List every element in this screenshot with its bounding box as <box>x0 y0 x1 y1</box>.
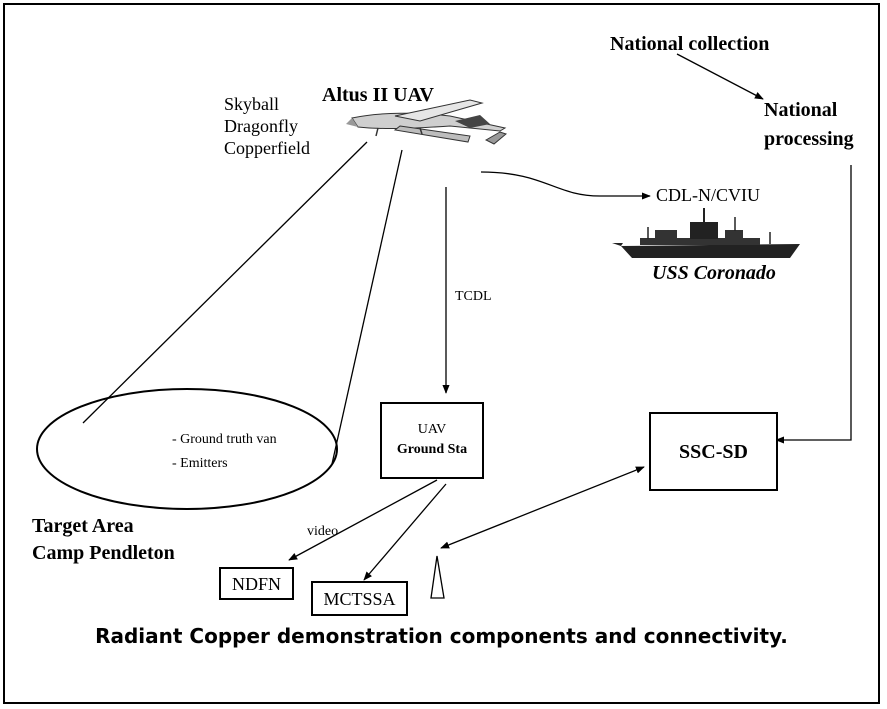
payload-skyball: Skyball <box>224 94 280 114</box>
ssc-sd-box: SSC-SD <box>649 412 778 491</box>
national-processing-label-1: National <box>764 99 838 121</box>
video-arrow <box>288 479 438 561</box>
ndfn-label: NDFN <box>231 574 281 594</box>
ground-station-label-2: Ground Sta <box>396 442 468 457</box>
target-item-ground-truth-van: - Ground truth van <box>172 432 277 447</box>
cdl-link-label: CDL-N/CVIU <box>656 185 760 205</box>
antenna-to-ssc-arrow <box>440 466 645 549</box>
ground-station-label-1: UAV <box>417 422 447 437</box>
ssc-sd-label: SSC-SD <box>679 441 748 463</box>
target-item-emitters: - Emitters <box>172 456 228 471</box>
ndfn-box: NDFN <box>219 567 294 600</box>
ship-name-label: USS Coronado <box>652 262 776 284</box>
payload-copperfield: Copperfield <box>224 138 310 158</box>
mctssa-box: MCTSSA <box>311 581 408 616</box>
target-area-label-2: Camp Pendleton <box>32 542 175 564</box>
target-area-label-1: Target Area <box>32 515 134 537</box>
antenna-tower-icon <box>430 555 445 599</box>
collection-to-processing-arrow <box>676 53 764 100</box>
uav-ground-station-box: UAV Ground Sta <box>380 402 484 479</box>
processing-to-ssc-arrow <box>775 165 852 444</box>
gs-to-mctssa-arrow <box>363 483 447 581</box>
cdl-link-arrow <box>480 171 651 200</box>
video-label: video <box>307 524 339 539</box>
mctssa-label: MCTSSA <box>323 589 396 609</box>
national-collection-label: National collection <box>610 33 770 55</box>
tcdl-label: TCDL <box>455 289 492 304</box>
national-processing-label-2: processing <box>764 128 854 150</box>
uav-title: Altus II UAV <box>322 84 434 106</box>
navy-ship-icon <box>612 208 800 258</box>
sensor-footprint <box>36 141 403 510</box>
uav-aircraft-icon <box>346 99 508 145</box>
payload-dragonfly: Dragonfly <box>224 116 298 136</box>
figure-caption: Radiant Copper demonstration components … <box>95 624 788 648</box>
target-area-ellipse <box>36 388 338 510</box>
